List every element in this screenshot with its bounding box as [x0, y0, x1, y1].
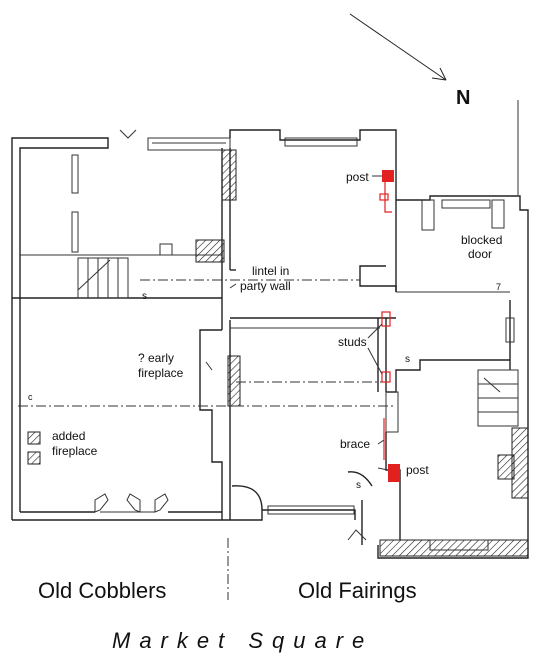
- party-wall: [199, 148, 241, 520]
- street-name: Market Square: [112, 628, 373, 653]
- studs-marker-top: [381, 311, 391, 327]
- label-lintel-2: party wall: [240, 279, 291, 293]
- timber-framing: [379, 170, 400, 482]
- building-name-right: Old Fairings: [298, 578, 417, 603]
- stair-marker: s: [405, 354, 410, 365]
- post-marker-top: [382, 170, 394, 182]
- label-post-bottom: post: [406, 463, 429, 477]
- interior-walls-left: s: [12, 148, 237, 302]
- label-studs: studs: [338, 335, 367, 349]
- label-blocked-door-2: door: [468, 247, 492, 261]
- entrance-marker-icon: [347, 529, 367, 541]
- north-arrow-icon: [349, 13, 447, 81]
- added-fireplace-hatch: [27, 431, 41, 445]
- stair-marker: s: [356, 480, 361, 491]
- label-early-fireplace-1: ? early: [138, 351, 174, 365]
- stairs-right: [477, 369, 519, 427]
- entrance-marker-icon: [119, 129, 137, 139]
- interior-walls-right: s s: [230, 291, 529, 557]
- svg-text:7: 7: [496, 282, 501, 292]
- north-label: N: [456, 87, 470, 109]
- label-post-top: post: [346, 170, 369, 184]
- label-added-fireplace-2: fireplace: [52, 444, 98, 458]
- section-lines: c 7: [18, 279, 510, 600]
- studs-marker-bottom: [381, 371, 391, 383]
- label-added-fireplace-1: added: [52, 429, 85, 443]
- label-early-fireplace-2: fireplace: [138, 366, 184, 380]
- stair-marker: s: [142, 291, 147, 302]
- stairs-left: [77, 257, 129, 299]
- label-blocked-door-1: blocked: [461, 233, 502, 247]
- bay-windows: [94, 493, 222, 513]
- added-fireplace-hatch: [27, 451, 41, 465]
- outer-walls: [11, 129, 529, 559]
- label-lintel-1: lintel in: [252, 264, 289, 278]
- label-brace: brace: [340, 437, 370, 451]
- building-name-left: Old Cobblers: [38, 578, 166, 603]
- svg-text:c: c: [28, 392, 33, 402]
- post-marker-bottom: [388, 464, 400, 482]
